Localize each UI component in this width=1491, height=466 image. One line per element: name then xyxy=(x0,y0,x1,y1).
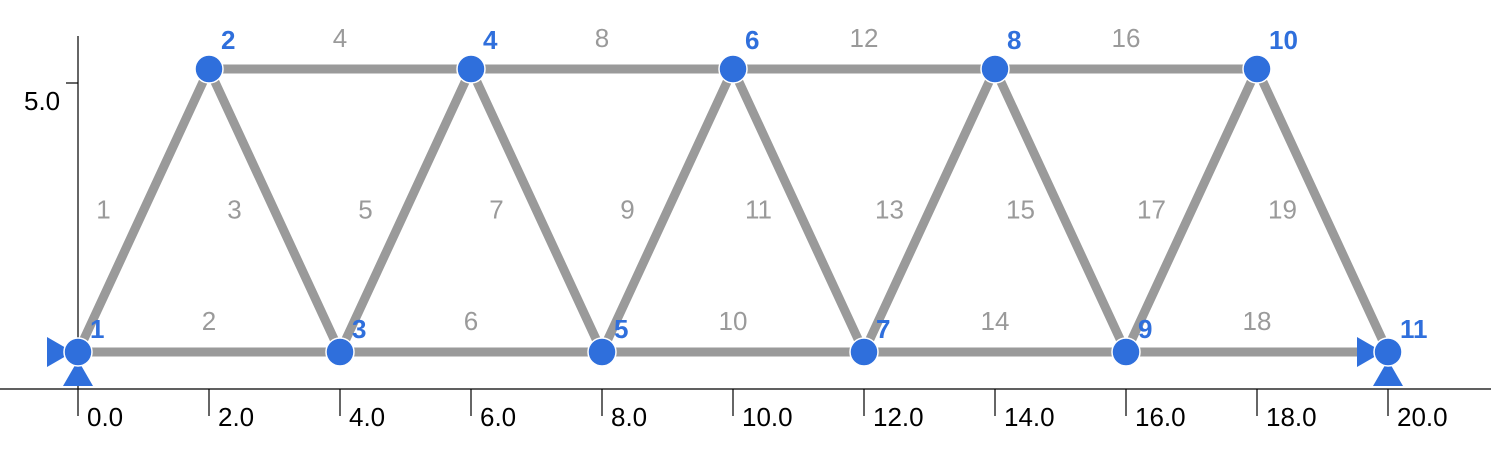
member-label: 16 xyxy=(1112,23,1141,53)
y-tick-label: 5.0 xyxy=(24,86,60,116)
truss-member xyxy=(859,64,1000,357)
member-label: 6 xyxy=(464,306,478,336)
x-tick-label: 12.0 xyxy=(873,402,924,432)
x-tick-label: 10.0 xyxy=(742,402,793,432)
node-label: 1 xyxy=(90,314,104,344)
member-label: 11 xyxy=(745,195,772,225)
node-label: 7 xyxy=(876,314,890,344)
node-label: 2 xyxy=(221,25,235,55)
member-label: 10 xyxy=(719,306,748,336)
truss-node xyxy=(1242,54,1272,84)
x-tick-label: 4.0 xyxy=(349,402,385,432)
truss-members xyxy=(73,64,1393,357)
member-label: 14 xyxy=(981,306,1010,336)
x-tick-label: 8.0 xyxy=(611,402,647,432)
member-label: 3 xyxy=(227,195,241,225)
node-label: 3 xyxy=(352,314,366,344)
truss-node xyxy=(1373,337,1403,367)
node-label: 8 xyxy=(1007,25,1021,55)
member-label: 15 xyxy=(1006,195,1035,225)
member-label: 5 xyxy=(358,195,372,225)
pin-support-horizontal xyxy=(47,337,73,367)
member-label: 9 xyxy=(620,195,634,225)
pin-support-vertical xyxy=(63,360,93,386)
truss-member xyxy=(990,64,1131,357)
x-tick-label: 2.0 xyxy=(218,402,254,432)
node-label: 9 xyxy=(1138,314,1152,344)
truss-node xyxy=(456,54,486,84)
member-label: 13 xyxy=(875,195,904,225)
x-tick-label: 0.0 xyxy=(87,402,123,432)
truss-member xyxy=(1252,64,1393,357)
truss-node xyxy=(849,337,879,367)
supports xyxy=(47,337,1403,386)
x-tick-label: 14.0 xyxy=(1004,402,1055,432)
member-label: 19 xyxy=(1268,195,1297,225)
axes: 0.0 2.0 4.0 6.0 8.0 10.0 12.0 14.0 16.0 18.0 2 0.0 … xyxy=(0,36,1491,432)
pin-support-horizontal xyxy=(1357,337,1383,367)
truss-member xyxy=(466,64,607,357)
truss-member xyxy=(73,64,214,357)
member-label: 8 xyxy=(595,23,609,53)
truss-member xyxy=(204,64,345,357)
member-label: 7 xyxy=(489,195,503,225)
member-label: 4 xyxy=(333,23,347,53)
node-label: 6 xyxy=(745,25,759,55)
x-axis-ticks: 0.0 2.0 4.0 6.0 8.0 10.0 12.0 14.0 16.0 18.0 20.0 xyxy=(77,389,1448,432)
truss-node xyxy=(325,337,355,367)
member-label: 1 xyxy=(96,195,110,225)
member-label: 2 xyxy=(202,306,216,336)
truss-member xyxy=(335,64,476,357)
node-label: 4 xyxy=(483,25,498,55)
truss-member xyxy=(597,64,738,357)
node-label: 10 xyxy=(1269,25,1298,55)
truss-node xyxy=(1111,337,1141,367)
x-tick-label: 6.0 xyxy=(480,402,516,432)
truss-node xyxy=(63,337,93,367)
truss-node xyxy=(587,337,617,367)
truss-member xyxy=(1121,64,1262,357)
member-label: 17 xyxy=(1137,195,1166,225)
node-label: 11 xyxy=(1400,314,1428,344)
x-tick-label: 16.0 xyxy=(1135,402,1186,432)
truss-member xyxy=(728,64,869,357)
truss-node xyxy=(980,54,1010,84)
node-label: 5 xyxy=(614,314,628,344)
truss-node xyxy=(194,54,224,84)
truss-node xyxy=(718,54,748,84)
x-tick-label: 18.0 xyxy=(1266,402,1317,432)
member-label: 12 xyxy=(850,23,879,53)
y-axis-ticks: 5.0 xyxy=(24,82,78,116)
truss-nodes xyxy=(63,54,1403,367)
x-tick-label: 20.0 xyxy=(1397,402,1448,432)
pin-support-vertical xyxy=(1373,360,1403,386)
member-label: 18 xyxy=(1243,306,1272,336)
